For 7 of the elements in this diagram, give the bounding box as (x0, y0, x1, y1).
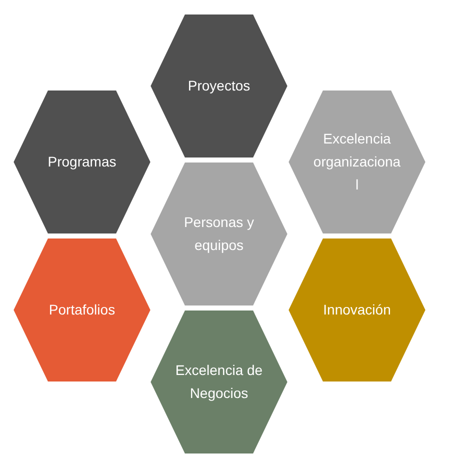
node-label: Programas (46, 152, 118, 172)
node-label: Excelencia de Negocios (174, 361, 264, 403)
node-label: Personas y equipos (182, 213, 256, 255)
node-label: Portafolios (48, 300, 116, 320)
node-label: Innovación (322, 300, 392, 320)
node-label: Excelencia organizacional (313, 130, 401, 194)
node-label: Proyectos (186, 76, 252, 96)
